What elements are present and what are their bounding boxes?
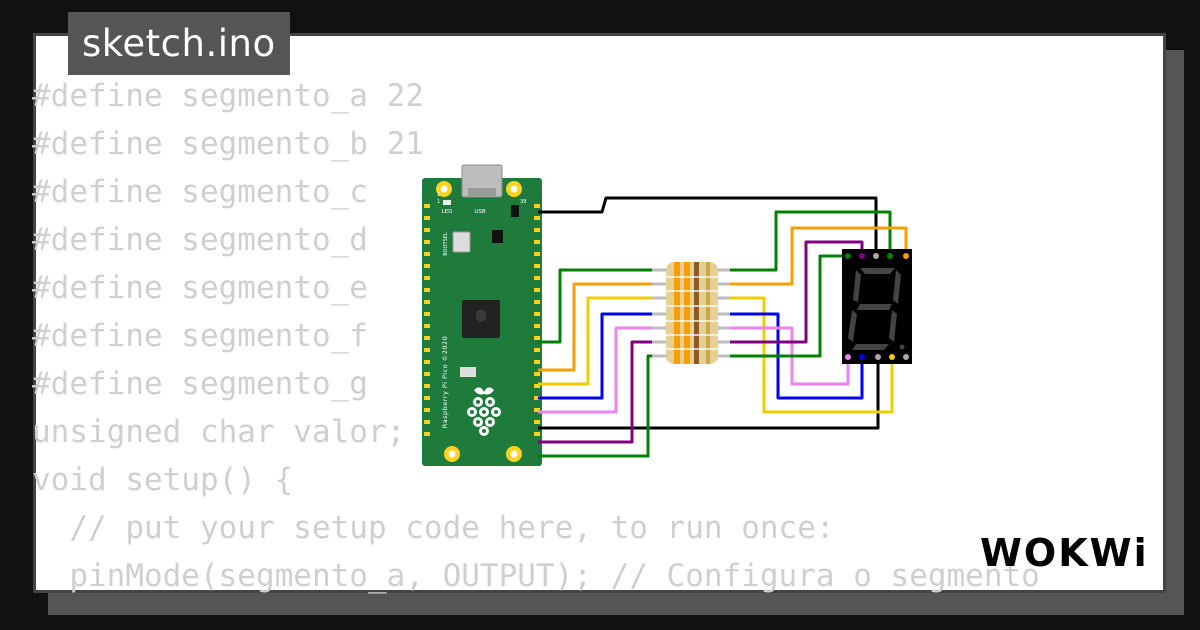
wire-green2-to-display [730,254,848,358]
wire-gold-c [538,296,664,386]
code-line: #define segmento_a 22 [32,78,424,114]
smd-component [511,205,519,217]
segment-f [853,270,861,302]
bootsel-label: BOOTSEL [443,232,449,256]
usb-port-inner [468,188,496,196]
wire-orange-to-display [730,226,908,286]
wire-blue-to-display [730,312,864,400]
code-editor-preview: #define segmento_a 22 #define segmento_b … [32,72,1040,600]
raspberry-logo [467,387,501,436]
resistor-band-brown [694,262,699,364]
resistor-band-orange [674,262,680,364]
mounting-hole-center [510,185,518,193]
segment-d [852,344,889,350]
board-label: Raspberry Pi Pico ©2020 [441,336,449,429]
resistor-band-gold [706,262,710,364]
code-line: #define segmento_d [32,222,368,258]
wire-green-a [538,268,664,344]
mounting-hole-center [440,185,448,193]
resistor-separators [666,276,718,350]
smd-component [492,230,503,243]
led-component [443,200,451,205]
wire-purple-f [538,340,664,444]
wire-black-gnd [538,196,878,254]
wire-black-gnd2 [538,360,880,430]
code-line: unsigned char valor; [32,414,406,450]
display-pins [845,253,909,360]
segments [848,268,905,350]
mounting-hole-center [510,450,518,458]
wire-gold-to-display [730,296,894,414]
preview-card [33,33,1166,593]
pin-header-right [534,204,540,436]
segment-c [889,310,897,342]
wire-blue-d [538,312,664,400]
code-line: // put your setup code here, to run once… [32,510,835,546]
resistor-bank[interactable] [652,262,730,364]
wokwi-logo-text: WOKWi [980,531,1149,575]
mounting-hole-center [448,450,456,458]
wire-purple-to-display [730,240,864,344]
wires [538,196,908,458]
wire-green-to-display [730,210,892,272]
raspberry-pi-pico-board[interactable]: LED USB 1 2 39 BOOTSEL Raspberry Pi Pico… [422,164,542,466]
flash-component [460,367,476,377]
wire-orange-b [538,282,664,372]
file-tab[interactable]: sketch.ino [68,12,290,75]
code-line: #define segmento_e [32,270,368,306]
seven-segment-display[interactable]: 8 [842,249,912,364]
usb-label: USB [474,209,486,215]
segment-a [860,268,895,274]
pin-39-label: 39 [520,199,526,205]
segment-e [848,310,857,342]
pin-2-label: 2 [437,192,440,198]
resistor-band-orange [684,262,690,364]
pin-header-left [424,204,430,436]
code-line: void setup() { [32,462,294,498]
led-label: LED [442,209,453,215]
wire-violet-to-display [730,326,850,386]
segment-b [893,270,901,304]
wire-violet-e [538,326,664,414]
code-line: #define segmento_c [32,174,368,210]
segment-g [857,304,892,310]
code-line: #define segmento_f [32,318,368,354]
code-line: pinMode(segmento_a, OUTPUT); // Configur… [32,558,1040,594]
bootsel-button [452,231,471,253]
segment-dp [899,344,905,350]
code-line: #define segmento_b 21 [32,126,424,162]
chip-logo [476,309,486,322]
pin-1-label: 1 [437,199,440,205]
code-line: #define segmento_g [32,366,368,402]
wokwi-logo: WOKWi [980,531,1149,575]
